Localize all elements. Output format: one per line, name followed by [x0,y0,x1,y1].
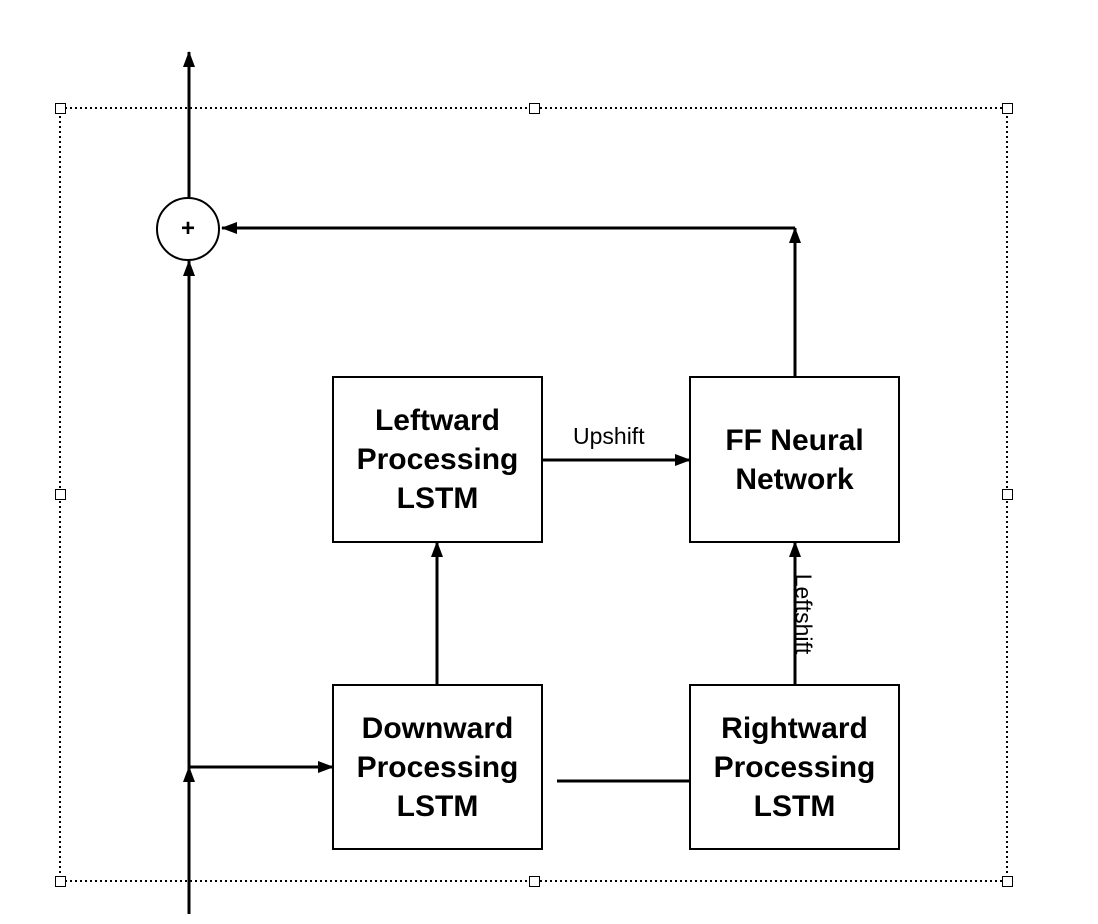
sum-node[interactable]: + [156,197,220,261]
resize-handle-top-right[interactable] [1002,103,1013,114]
leftshift-label: Leftshift [790,573,817,655]
rightward-lstm-box[interactable]: Rightward Processing LSTM [689,684,900,850]
resize-handle-middle-left[interactable] [55,489,66,500]
sum-node-label: + [180,215,195,242]
leftward-lstm-label: Leftward Processing LSTM [356,404,519,515]
resize-handle-top-left[interactable] [55,103,66,114]
resize-handle-top-center[interactable] [529,103,540,114]
resize-handle-bottom-left[interactable] [55,876,66,887]
ff-network-label: FF Neural Network [725,423,864,496]
upshift-label: Upshift [573,423,645,449]
resize-handle-bottom-center[interactable] [529,876,540,887]
downward-lstm-label: Downward Processing LSTM [356,711,519,823]
resize-handle-bottom-right[interactable] [1002,876,1013,887]
leftward-lstm-box[interactable]: Leftward Processing LSTM [332,376,543,543]
ff-network-box[interactable]: FF Neural Network [689,376,900,543]
resize-handle-middle-right[interactable] [1002,489,1013,500]
rightward-lstm-label: Rightward Processing LSTM [713,711,876,823]
downward-lstm-box[interactable]: Downward Processing LSTM [332,684,543,850]
